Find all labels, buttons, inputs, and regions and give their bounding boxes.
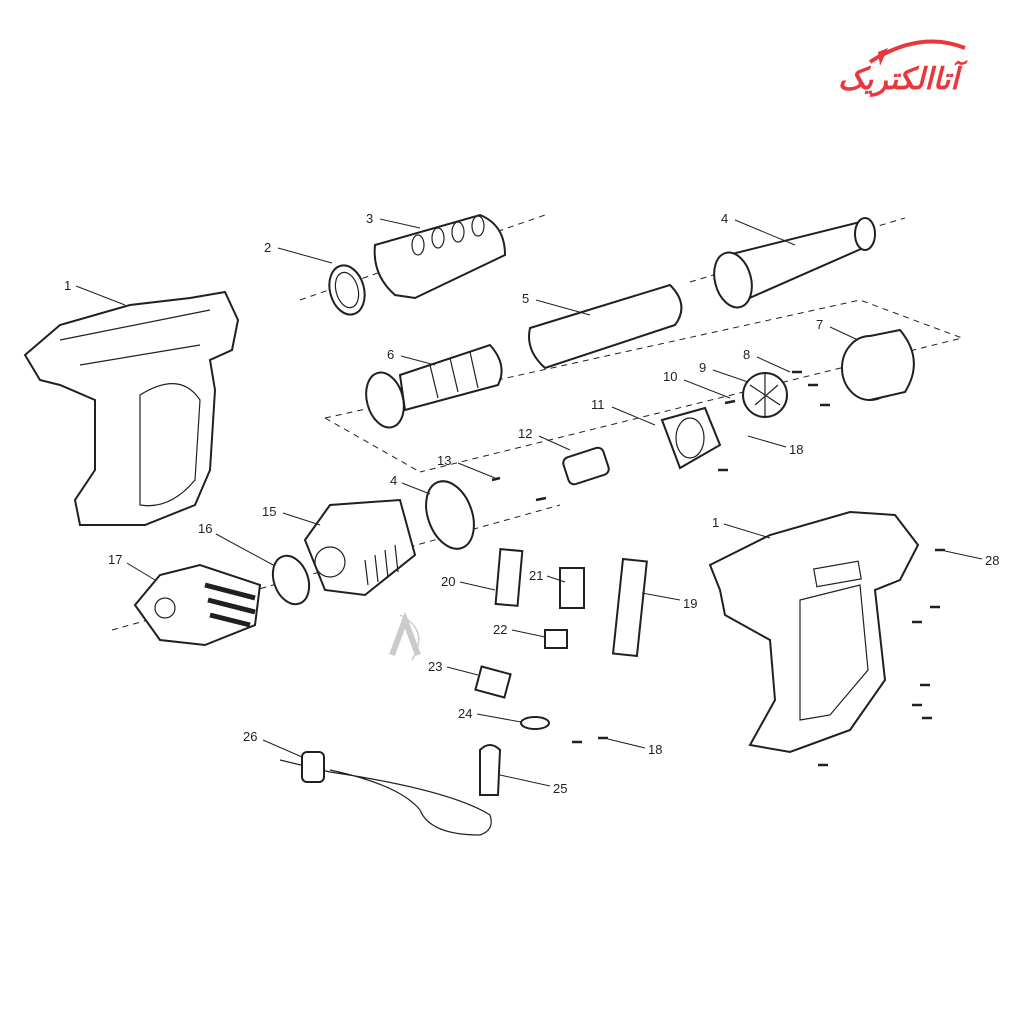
callout-20: 20 [441, 574, 496, 591]
part-15-motor-housing [303, 498, 417, 597]
svg-text:21: 21 [529, 568, 543, 583]
callout-18: 18 [747, 435, 803, 457]
svg-text:10: 10 [663, 369, 677, 384]
callout-1: 1 [64, 278, 126, 306]
watermark-logo [389, 611, 421, 661]
callout-9: 9 [699, 360, 749, 383]
svg-text:18: 18 [789, 442, 803, 457]
svg-text:22: 22 [493, 622, 507, 637]
svg-text:12: 12 [518, 426, 532, 441]
part-4-outer-tube [713, 217, 876, 309]
axis-line [324, 417, 421, 473]
part-20-terminal-block [494, 548, 524, 607]
part-26-plug [301, 751, 325, 783]
callout-5: 5 [522, 291, 591, 316]
part-7-fan-housing [841, 328, 915, 401]
part-21-switch [559, 567, 585, 609]
svg-text:8: 8 [743, 347, 750, 362]
svg-text:11: 11 [591, 397, 605, 412]
callout-13: 13 [437, 453, 496, 479]
svg-text:1: 1 [64, 278, 71, 293]
callout-4b: 4 [390, 473, 431, 495]
callout-3: 3 [366, 211, 421, 229]
callout-1b: 1 [712, 515, 771, 539]
callout-22: 22 [493, 622, 546, 638]
logo-bolt-icon [878, 48, 888, 66]
part-26-power-cord [279, 759, 492, 836]
svg-text:9: 9 [699, 360, 706, 375]
svg-text:2: 2 [264, 240, 271, 255]
callout-15: 15 [262, 504, 321, 526]
axis-frame [324, 299, 964, 473]
part-1-housing-half [23, 290, 240, 526]
part-16-o-ring [271, 554, 311, 606]
callout-11: 11 [591, 397, 656, 426]
svg-text:13: 13 [437, 453, 451, 468]
svg-text:25: 25 [553, 781, 567, 796]
callout-21: 21 [529, 568, 566, 583]
svg-text:3: 3 [366, 211, 373, 226]
svg-text:4: 4 [390, 473, 397, 488]
part-6-heating-element [365, 343, 503, 429]
part-2-ring [328, 264, 366, 316]
svg-text:6: 6 [387, 347, 394, 362]
callout-25: 25 [499, 774, 567, 796]
callout-4: 4 [721, 211, 796, 246]
callout-2: 2 [264, 240, 333, 264]
callout-17: 17 [108, 552, 156, 581]
part-23-connector [474, 665, 512, 699]
svg-text:17: 17 [108, 552, 122, 567]
svg-text:19: 19 [683, 596, 697, 611]
callout-23: 23 [428, 659, 479, 676]
callout-12: 12 [518, 426, 571, 451]
part-1-assembled-tool [708, 510, 920, 754]
part-12-motor [562, 446, 610, 486]
part-4-disc [425, 480, 475, 550]
callout-24: 24 [458, 706, 522, 723]
part-5-mica-sheet [528, 283, 683, 370]
brand-logo: آتاالکتریک [838, 62, 959, 97]
svg-text:20: 20 [441, 574, 455, 589]
svg-text:24: 24 [458, 706, 472, 721]
callout-6: 6 [387, 347, 436, 366]
svg-text:28: 28 [985, 553, 999, 568]
svg-text:18: 18 [648, 742, 662, 757]
part-3-nozzle-cover [373, 213, 507, 300]
part-25-strain-relief [479, 744, 502, 796]
svg-text:23: 23 [428, 659, 442, 674]
part-17-rear-cover [133, 563, 262, 647]
callout-16: 16 [198, 521, 276, 567]
part-22-capacitor [544, 629, 568, 649]
svg-text:26: 26 [243, 729, 257, 744]
svg-text:7: 7 [816, 317, 823, 332]
part-11-motor-bracket [660, 406, 722, 470]
svg-text:15: 15 [262, 504, 276, 519]
callout-28: 28 [944, 550, 999, 568]
part-19-pcb [611, 557, 648, 658]
svg-text:4: 4 [721, 211, 728, 226]
svg-text:5: 5 [522, 291, 529, 306]
callout-10: 10 [663, 369, 731, 399]
callout-8: 8 [743, 347, 791, 373]
callout-18b: 18 [607, 738, 662, 757]
callout-19: 19 [641, 592, 697, 611]
svg-text:1: 1 [712, 515, 719, 530]
callout-26: 26 [243, 729, 303, 758]
svg-text:16: 16 [198, 521, 212, 536]
screws [491, 370, 945, 767]
part-24-cord-protector [520, 716, 550, 730]
callout-7: 7 [816, 317, 859, 341]
